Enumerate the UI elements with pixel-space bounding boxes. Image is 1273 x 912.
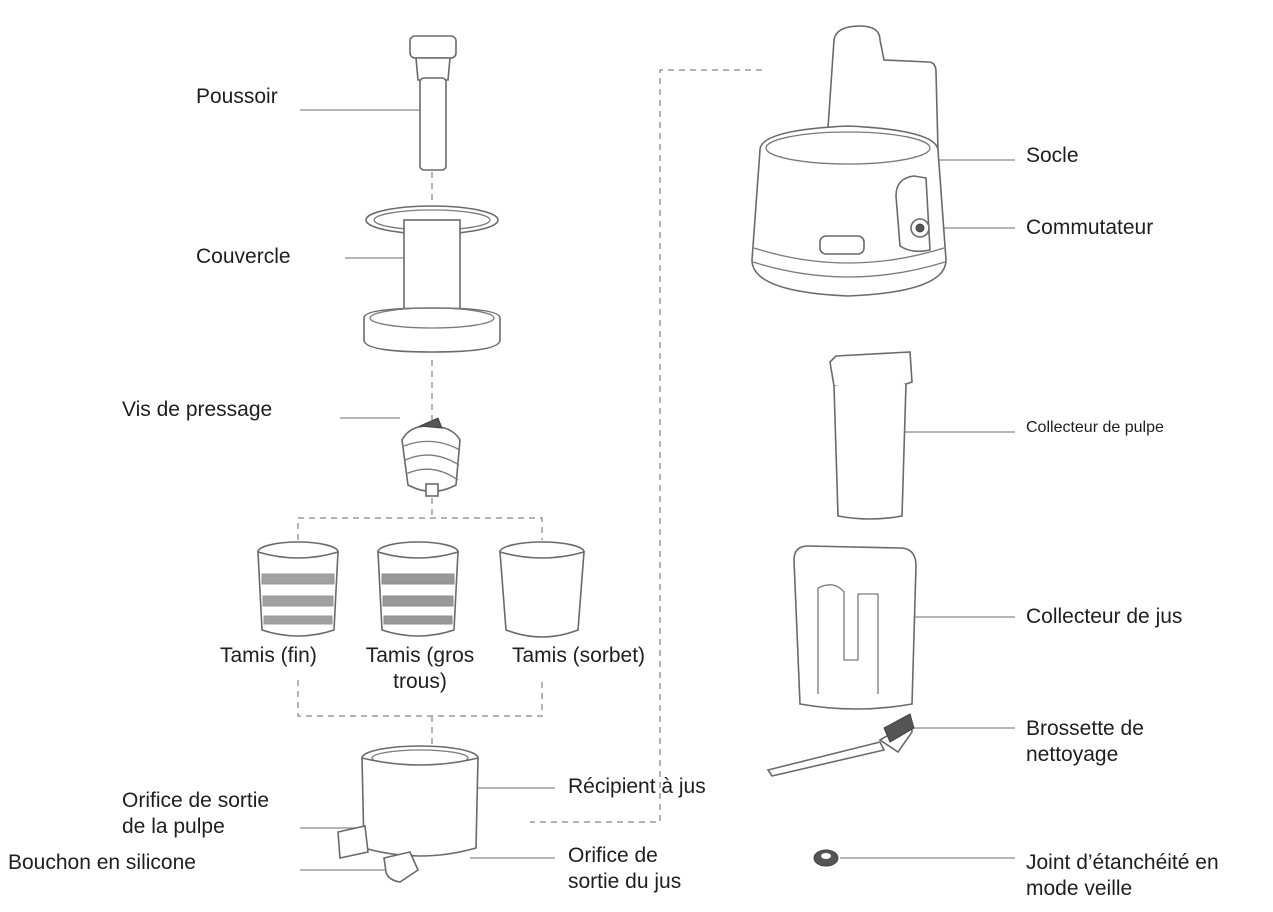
- label-recipient-a-jus: Récipient à jus: [568, 775, 706, 798]
- label-joint-line2: mode veille: [1026, 877, 1133, 900]
- lid-part: [363, 205, 501, 353]
- label-brossette-line2: nettoyage: [1026, 743, 1119, 766]
- label-vis-de-pressage: Vis de pressage: [122, 398, 273, 421]
- seal-part: [813, 849, 839, 867]
- label-joint-line1: Joint d’étanchéité en: [1026, 851, 1219, 874]
- sieve-sorbet-part: [499, 541, 585, 638]
- label-joint: Joint d’étanchéité en mode veille: [1026, 850, 1219, 902]
- label-tamis-sorbet: Tamis (sorbet): [512, 644, 646, 667]
- label-orifice-pulpe: Orifice de sortie de la pulpe: [122, 788, 269, 840]
- pusher-part: [409, 35, 457, 171]
- auger-part: [401, 417, 461, 497]
- label-collecteur-pulpe: Collecteur de pulpe: [1026, 419, 1164, 436]
- label-socle: Socle: [1026, 144, 1079, 167]
- label-orifice-jus-line2: sortie du jus: [568, 870, 682, 893]
- label-orifice-pulpe-line2: de la pulpe: [122, 815, 225, 838]
- assembly-dashed-lines: [297, 69, 762, 823]
- label-commutateur: Commutateur: [1026, 216, 1154, 239]
- label-tamis-gros-line2: trous): [393, 670, 447, 693]
- base-part: [751, 25, 947, 297]
- label-collecteur-jus: Collecteur de jus: [1026, 605, 1183, 628]
- label-poussoir: Poussoir: [196, 85, 278, 108]
- label-tamis-gros-line1: Tamis (gros: [365, 644, 475, 667]
- label-tamis-gros-trous: Tamis (gros trous): [350, 643, 490, 695]
- juice-bowl-part: [337, 745, 479, 883]
- label-orifice-jus: Orifice de sortie du jus: [568, 843, 681, 895]
- sieve-coarse-part: [377, 541, 459, 637]
- label-brossette: Brossette de nettoyage: [1026, 716, 1144, 768]
- label-brossette-line1: Brossette de: [1026, 717, 1144, 740]
- label-bouchon-silicone: Bouchon en silicone: [8, 851, 196, 874]
- label-orifice-jus-line1: Orifice de: [568, 844, 658, 867]
- label-orifice-pulpe-line1: Orifice de sortie: [122, 789, 270, 812]
- pulp-container-part: [829, 351, 913, 520]
- label-tamis-fin: Tamis (fin): [220, 644, 317, 667]
- sieve-fine-part: [257, 541, 339, 637]
- leader-lines: [300, 109, 1015, 871]
- label-couvercle: Couvercle: [196, 245, 291, 268]
- juice-container-part: [793, 545, 917, 710]
- brush-part: [766, 713, 915, 777]
